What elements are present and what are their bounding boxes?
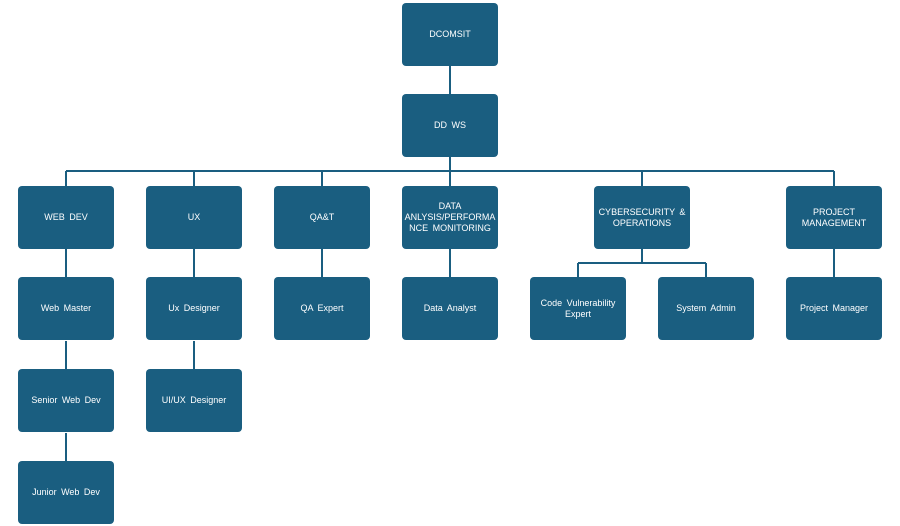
node-ux-designer: Ux Designer	[146, 277, 242, 340]
node-web-master: Web Master	[18, 277, 114, 340]
node-dcomsit: DCOMSIT	[402, 3, 498, 66]
node-data-analysis: DATA ANLYSIS/PERFORMA NCE MONITORING	[402, 186, 498, 249]
node-junior-web-dev: Junior Web Dev	[18, 461, 114, 524]
node-cybersecurity: CYBERSECURITY & OPERATIONS	[594, 186, 690, 249]
node-ux: UX	[146, 186, 242, 249]
node-qat: QA&T	[274, 186, 370, 249]
node-system-admin: System Admin	[658, 277, 754, 340]
node-project-management: PROJECT MANAGEMENT	[786, 186, 882, 249]
node-dd-ws: DD WS	[402, 94, 498, 157]
node-code-vulnerability-expert: Code Vulnerability Expert	[530, 277, 626, 340]
node-senior-web-dev: Senior Web Dev	[18, 369, 114, 432]
node-data-analyst: Data Analyst	[402, 277, 498, 340]
node-qa-expert: QA Expert	[274, 277, 370, 340]
node-ui-ux-designer: UI/UX Designer	[146, 369, 242, 432]
node-web-dev: WEB DEV	[18, 186, 114, 249]
node-project-manager: Project Manager	[786, 277, 882, 340]
